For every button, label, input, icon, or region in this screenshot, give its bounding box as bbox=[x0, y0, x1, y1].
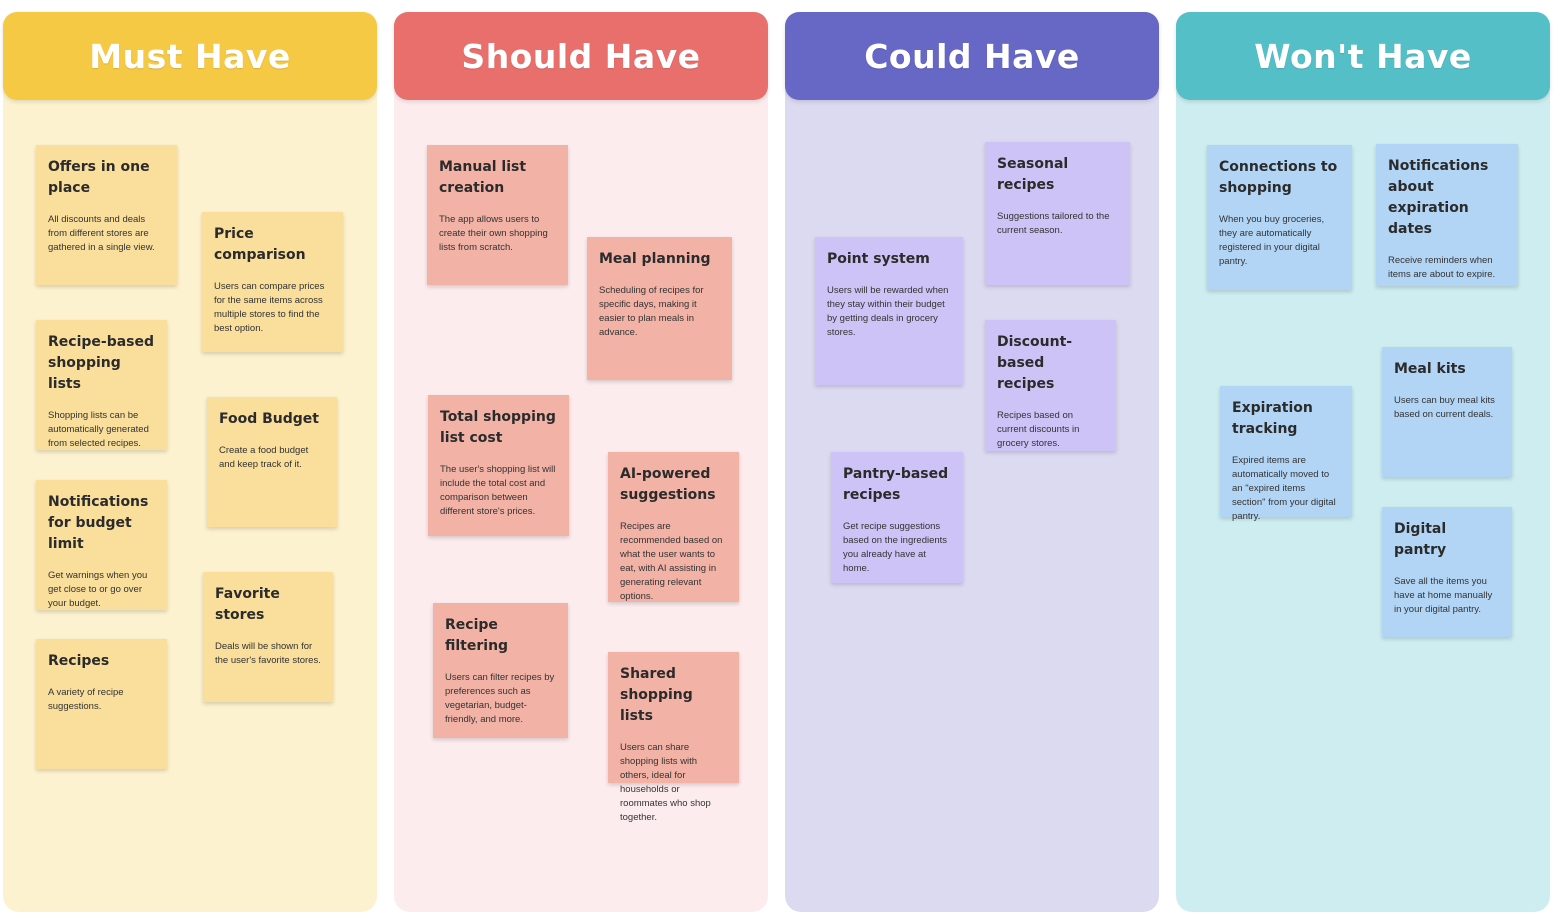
note-body: Scheduling of recipes for specific days,… bbox=[599, 285, 704, 338]
note-title: Recipe filtering bbox=[445, 617, 509, 654]
sticky-note-recipe-based-shopping-lists[interactable]: Recipe-based shopping lists Shopping lis… bbox=[36, 320, 167, 450]
note-title: Point system bbox=[827, 251, 930, 267]
sticky-note-meal-planning[interactable]: Meal planning Scheduling of recipes for … bbox=[587, 237, 732, 380]
note-body: All discounts and deals from different s… bbox=[48, 214, 155, 253]
note-body: Suggestions tailored to the current seas… bbox=[997, 211, 1110, 236]
note-title: Recipes bbox=[48, 653, 110, 669]
note-title: Notifications for budget limit bbox=[48, 494, 149, 552]
note-title: Seasonal recipes bbox=[997, 156, 1069, 193]
note-title: Favorite stores bbox=[215, 586, 280, 623]
note-body: Users can compare prices for the same it… bbox=[214, 281, 325, 334]
sticky-note-notifications-about-expiration-dates[interactable]: Notifications about expiration dates Rec… bbox=[1376, 144, 1518, 286]
note-title: Shared shopping lists bbox=[620, 666, 693, 724]
note-body: Expired items are automatically moved to… bbox=[1232, 455, 1336, 522]
note-body: Save all the items you have at home manu… bbox=[1394, 576, 1493, 615]
note-body: Recipes are recommended based on what th… bbox=[620, 521, 723, 602]
note-body: Receive reminders when items are about t… bbox=[1388, 255, 1496, 280]
note-title: Recipe-based shopping lists bbox=[48, 334, 155, 392]
note-title: Connections to shopping bbox=[1219, 159, 1338, 196]
sticky-note-seasonal-recipes[interactable]: Seasonal recipes Suggestions tailored to… bbox=[985, 142, 1130, 285]
note-title: Meal planning bbox=[599, 251, 711, 267]
sticky-note-digital-pantry[interactable]: Digital pantry Save all the items you ha… bbox=[1382, 507, 1512, 637]
column-must-have: Must Have Offers in one place All discou… bbox=[3, 12, 377, 912]
column-could-have: Could Have Seasonal recipes Suggestions … bbox=[785, 12, 1159, 912]
note-title: Digital pantry bbox=[1394, 521, 1447, 558]
note-title: Notifications about expiration dates bbox=[1388, 158, 1489, 237]
note-body: Recipes based on current discounts in gr… bbox=[997, 410, 1080, 449]
note-title: AI-powered suggestions bbox=[620, 466, 716, 503]
sticky-note-price-comparison[interactable]: Price comparison Users can compare price… bbox=[202, 212, 343, 352]
column-wont-have: Won't Have Connections to shopping When … bbox=[1176, 12, 1550, 912]
sticky-note-recipes[interactable]: Recipes A variety of recipe suggestions. bbox=[36, 639, 167, 769]
sticky-note-total-shopping-list-cost[interactable]: Total shopping list cost The user's shop… bbox=[428, 395, 569, 536]
sticky-note-manual-list-creation[interactable]: Manual list creation The app allows user… bbox=[427, 145, 568, 285]
note-body: Users can share shopping lists with othe… bbox=[620, 742, 711, 823]
sticky-note-offers-in-one-place[interactable]: Offers in one place All discounts and de… bbox=[36, 145, 177, 285]
note-title: Discount-based recipes bbox=[997, 334, 1073, 392]
note-body: When you buy groceries, they are automat… bbox=[1219, 214, 1325, 267]
note-body: Deals will be shown for the user's favor… bbox=[215, 641, 321, 666]
note-title: Manual list creation bbox=[439, 159, 527, 196]
note-body: A variety of recipe suggestions. bbox=[48, 687, 124, 712]
note-title: Offers in one place bbox=[48, 159, 150, 196]
note-body: Users can filter recipes by preferences … bbox=[445, 672, 555, 725]
column-should-have: Should Have Manual list creation The app… bbox=[394, 12, 768, 912]
sticky-note-meal-kits[interactable]: Meal kits Users can buy meal kits based … bbox=[1382, 347, 1512, 477]
note-title: Pantry-based recipes bbox=[843, 466, 949, 503]
note-body: Get recipe suggestions based on the ingr… bbox=[843, 521, 948, 574]
sticky-note-discount-based-recipes[interactable]: Discount-based recipes Recipes based on … bbox=[985, 320, 1116, 451]
note-title: Expiration tracking bbox=[1232, 400, 1313, 437]
note-title: Price comparison bbox=[214, 226, 306, 263]
note-body: The user's shopping list will include th… bbox=[440, 464, 556, 517]
note-body: Users can buy meal kits based on current… bbox=[1394, 395, 1495, 420]
column-header-wont-have[interactable]: Won't Have bbox=[1176, 12, 1550, 100]
sticky-note-point-system[interactable]: Point system Users will be rewarded when… bbox=[815, 237, 963, 385]
sticky-note-connections-to-shopping[interactable]: Connections to shopping When you buy gro… bbox=[1207, 145, 1352, 290]
note-body: The app allows users to create their own… bbox=[439, 214, 548, 253]
note-body: Get warnings when you get close to or go… bbox=[48, 570, 148, 609]
sticky-note-shared-shopping-lists[interactable]: Shared shopping lists Users can share sh… bbox=[608, 652, 739, 823]
note-title: Food Budget bbox=[219, 411, 319, 427]
note-body: Users will be rewarded when they stay wi… bbox=[827, 285, 949, 338]
sticky-note-pantry-based-recipes[interactable]: Pantry-based recipes Get recipe suggesti… bbox=[831, 452, 963, 583]
note-body: Shopping lists can be automatically gene… bbox=[48, 410, 149, 449]
note-title: Total shopping list cost bbox=[440, 409, 556, 446]
note-body: Create a food budget and keep track of i… bbox=[219, 445, 309, 470]
column-header-should-have[interactable]: Should Have bbox=[394, 12, 768, 100]
sticky-note-expiration-tracking[interactable]: Expiration tracking Expired items are au… bbox=[1220, 386, 1352, 522]
column-header-must-have[interactable]: Must Have bbox=[3, 12, 377, 100]
column-header-could-have[interactable]: Could Have bbox=[785, 12, 1159, 100]
sticky-note-notifications-for-budget-limit[interactable]: Notifications for budget limit Get warni… bbox=[36, 480, 167, 610]
sticky-note-food-budget[interactable]: Food Budget Create a food budget and kee… bbox=[207, 397, 337, 527]
note-title: Meal kits bbox=[1394, 361, 1466, 377]
sticky-note-favorite-stores[interactable]: Favorite stores Deals will be shown for … bbox=[203, 572, 333, 702]
sticky-note-ai-powered-suggestions[interactable]: AI-powered suggestions Recipes are recom… bbox=[608, 452, 739, 602]
sticky-note-recipe-filtering[interactable]: Recipe filtering Users can filter recipe… bbox=[433, 603, 568, 738]
